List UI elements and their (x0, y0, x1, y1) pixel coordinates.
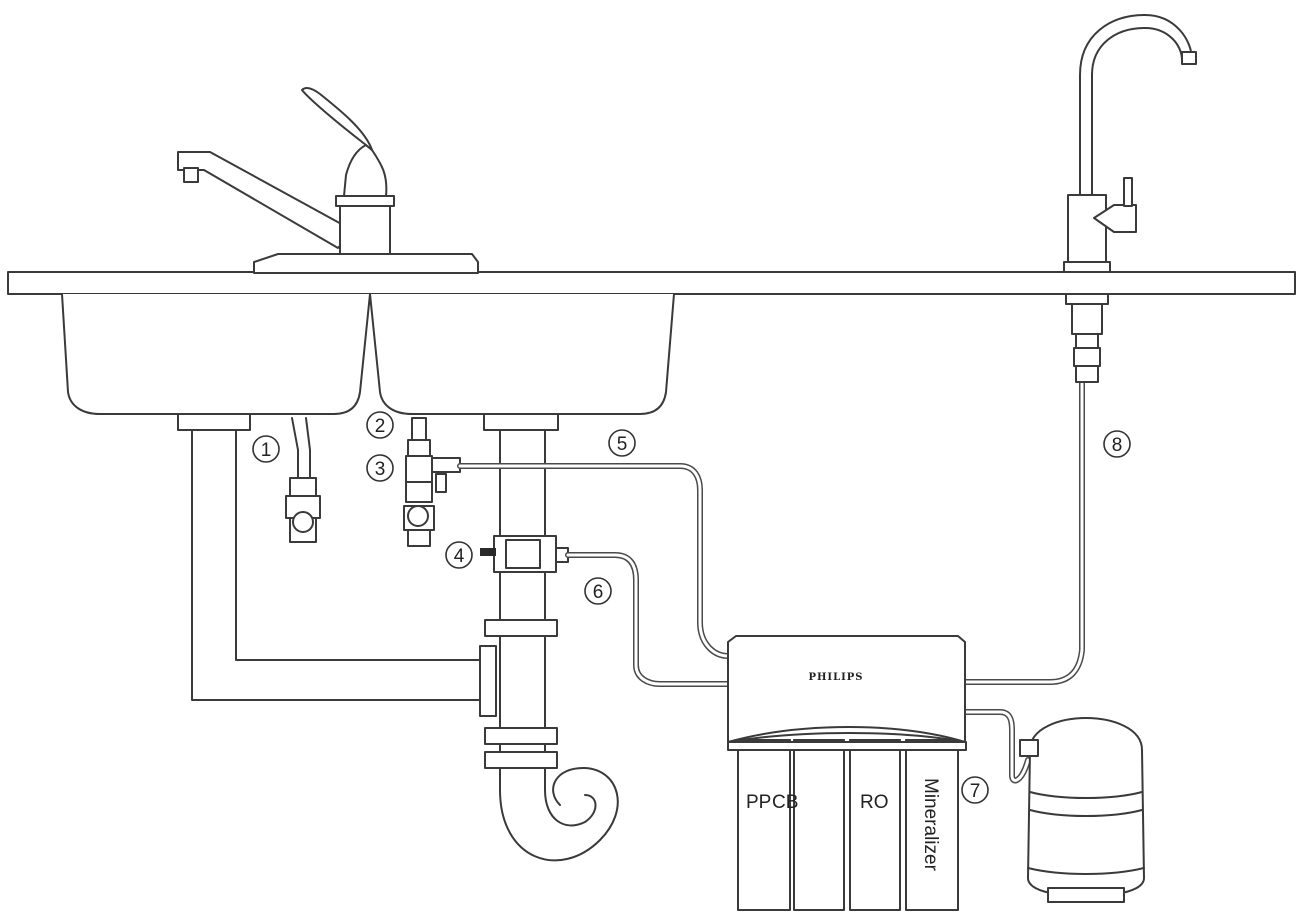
filter-label-cb: CB (772, 792, 798, 813)
callout-7: 7 (961, 776, 989, 804)
filter-cartridges (737, 739, 959, 911)
callout-5: 5 (608, 429, 636, 457)
kitchen-faucet (177, 86, 479, 274)
filter-label-ro: RO (860, 792, 889, 813)
svg-text:2: 2 (375, 416, 386, 437)
svg-text:5: 5 (617, 434, 628, 455)
drain-saddle (480, 535, 569, 573)
storage-tank (1019, 717, 1145, 903)
filter-label-mineralizer: Mineralizer (920, 778, 941, 872)
feed-valve (403, 417, 461, 547)
svg-text:7: 7 (970, 781, 981, 802)
svg-text:1: 1 (261, 440, 272, 461)
ro-faucet (1063, 14, 1197, 383)
ro-unit: PHILIPS (727, 635, 967, 911)
countertop (7, 271, 1296, 295)
svg-text:4: 4 (454, 546, 465, 567)
svg-text:8: 8 (1112, 435, 1123, 456)
callout-4: 4 (445, 541, 473, 569)
ro-unit-housing (727, 635, 966, 743)
filter-label-pp: PP (746, 792, 771, 813)
sink-basins (61, 293, 675, 415)
cold-water-valve (285, 417, 321, 543)
tubing (457, 379, 1085, 784)
svg-text:3: 3 (375, 459, 386, 480)
callout-6: 6 (584, 577, 612, 605)
callout-1: 1 (252, 435, 280, 463)
drain-pipe-center (483, 411, 619, 862)
svg-text:6: 6 (593, 582, 604, 603)
drain-pipe-left (177, 411, 497, 717)
callout-2: 2 (366, 411, 394, 439)
brand-logo: PHILIPS (808, 672, 863, 683)
callout-3: 3 (366, 454, 394, 482)
callout-8: 8 (1103, 430, 1131, 458)
filter-labels: PP CB RO Mineralizer (746, 778, 941, 872)
